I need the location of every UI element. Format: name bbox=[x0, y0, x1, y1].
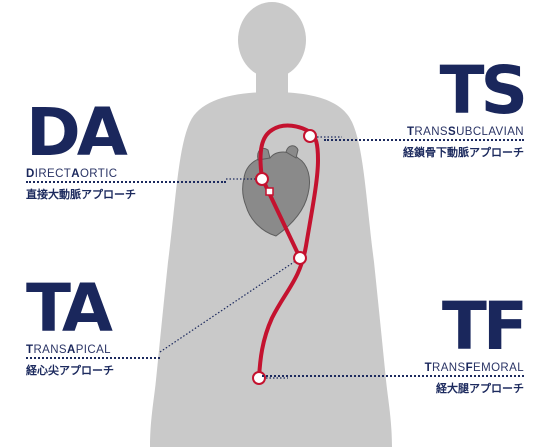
route-japanese: 経心尖アプローチ bbox=[26, 364, 114, 377]
route-japanese: 直接大動脈アプローチ bbox=[26, 188, 136, 201]
access-point-da bbox=[255, 172, 269, 186]
valve-marker bbox=[265, 187, 274, 196]
route-da: DA DIRECTAORTIC 直接大動脈アプローチ bbox=[26, 100, 226, 202]
route-ts: TS TRANSSUBCLAVIAN 経鎖骨下動脈アプローチ bbox=[324, 52, 528, 160]
route-english: TRANSAPICAL bbox=[26, 344, 160, 359]
route-ta: TA TRANSAPICAL 経心尖アプローチ bbox=[26, 276, 160, 378]
route-english: DIRECTAORTIC bbox=[26, 168, 226, 183]
access-points bbox=[252, 129, 317, 385]
access-point-ta bbox=[293, 251, 307, 265]
leader-ta bbox=[159, 257, 301, 353]
route-tf: TF TRANSFEMORAL 経大腿アプローチ bbox=[262, 288, 528, 396]
human-silhouette bbox=[150, 2, 392, 447]
route-english: TRANSSUBCLAVIAN bbox=[324, 126, 524, 141]
route-abbr: TF bbox=[441, 288, 528, 365]
access-point-ts bbox=[303, 129, 317, 143]
route-english: TRANSFEMORAL bbox=[262, 362, 524, 377]
route-japanese: 経鎖骨下動脈アプローチ bbox=[403, 146, 524, 159]
route-abbr: TS bbox=[439, 52, 528, 129]
route-abbr: DA bbox=[26, 94, 128, 171]
route-abbr: TA bbox=[26, 270, 113, 347]
route-japanese: 経大腿アプローチ bbox=[436, 382, 524, 395]
